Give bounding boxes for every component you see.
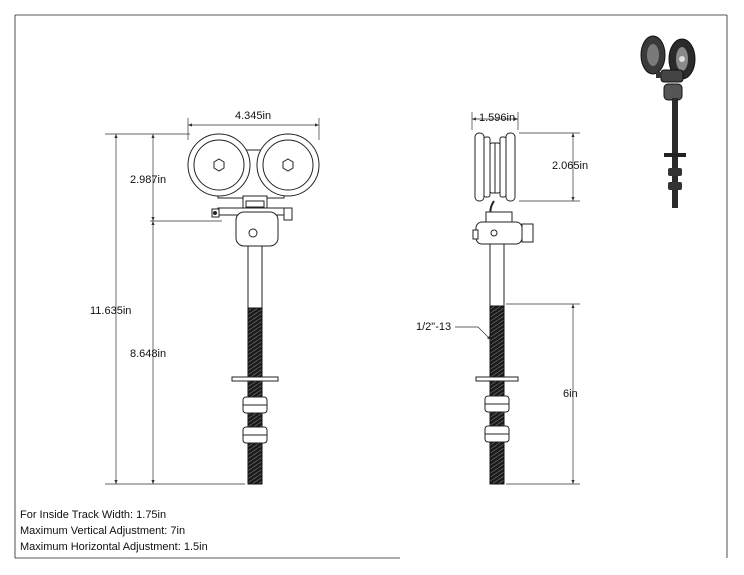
side-nut-upper [484,395,510,413]
product-render [640,35,696,208]
notes-block: For Inside Track Width: 1.75in Maximum V… [20,507,208,555]
side-rod [489,243,505,307]
note-track-width: For Inside Track Width: 1.75in [20,509,167,521]
drawing-frame [14,14,728,559]
thread-length-label: 6in [563,388,578,400]
thread-spec-label: 1/2"-13 [416,321,451,333]
side-threaded-rod [489,305,505,485]
side-view [472,132,534,485]
note-horizontal-adjustment: Maximum Horizontal Adjustment: 1.5in [20,541,208,553]
side-bracket [472,200,534,245]
rod-length-label: 8.648in [130,348,166,360]
front-width-label: 4.345in [235,110,271,122]
side-washer [475,376,519,382]
side-wheel-height-label: 2.065in [552,160,588,172]
front-nut-lower [242,426,268,444]
front-dimensions [105,118,320,485]
front-nut-upper [242,396,268,414]
front-wheels [187,133,320,199]
note-vertical-adjustment: Maximum Vertical Adjustment: 7in [20,525,186,537]
overall-height-label: 11.635in [90,305,131,317]
front-bracket [211,195,293,247]
front-washer [231,376,279,382]
side-wheels [474,132,516,202]
front-view [187,133,320,485]
front-rod [247,245,263,309]
side-nut-lower [484,425,510,443]
side-width-label: 1.596in [479,112,515,124]
side-dimensions [455,112,580,485]
wheel-height-label: 2.987in [130,174,166,186]
front-threaded-rod [247,307,263,485]
